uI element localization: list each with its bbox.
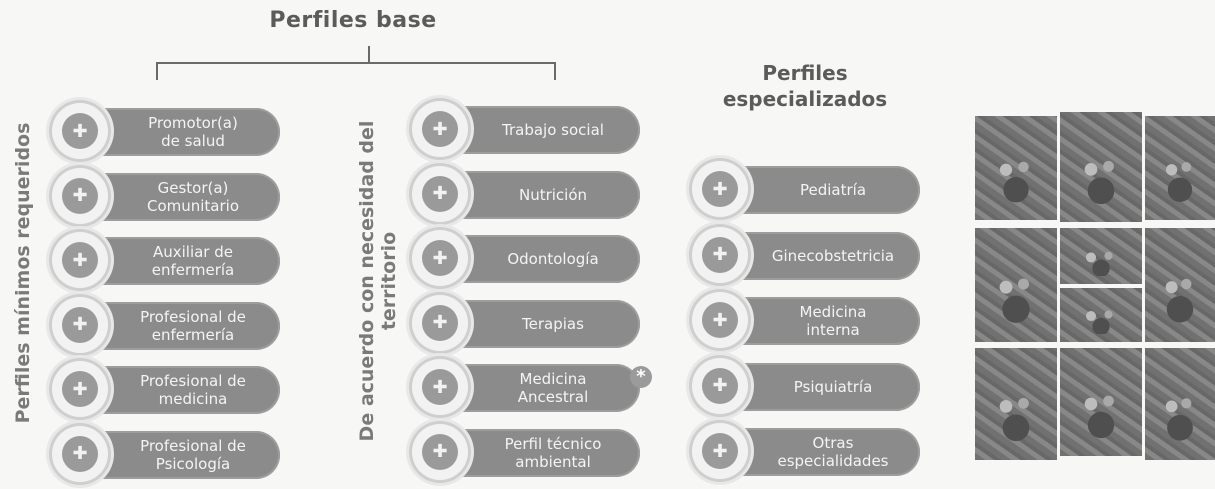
- profile-pill: ✚ Profesional de Psicología: [52, 425, 280, 482]
- profile-label: Otras especialidades: [777, 434, 889, 470]
- profile-label: Trabajo social: [502, 121, 604, 139]
- profile-label: Pediatría: [799, 181, 867, 199]
- photo: [975, 348, 1057, 460]
- photo: [1060, 288, 1142, 342]
- pediatrics-icon: ✚: [702, 171, 738, 207]
- icon-circle: ✚: [52, 296, 108, 353]
- profile-pill: ✚ Profesional de enfermería: [52, 296, 280, 353]
- bracket-right: [554, 62, 556, 80]
- other-specialties-icon: ✚: [702, 433, 738, 469]
- icon-circle: ✚: [52, 361, 108, 417]
- profile-pill: ✚ Psiquiatría: [692, 357, 920, 414]
- icon-circle: ✚: [692, 423, 748, 479]
- gynecology-icon: ✚: [702, 236, 738, 273]
- profile-label: Ginecobstetricia: [771, 246, 895, 265]
- profile-pill: ✚ Terapias: [412, 294, 640, 351]
- profile-pill: ✚ Promotor(a) de salud: [52, 103, 280, 159]
- profile-label: Profesional de enfermería: [140, 307, 246, 344]
- profile-pill: ✚ Profesional de medicina: [52, 361, 280, 417]
- icon-circle: ✚: [412, 359, 468, 415]
- profile-label: Nutrición: [518, 185, 588, 204]
- bracket-horizontal: [156, 62, 556, 64]
- bracket-left: [156, 62, 158, 80]
- internal-medicine-icon: ✚: [702, 302, 738, 338]
- photo: [1145, 348, 1215, 460]
- dentistry-icon: ✚: [422, 240, 458, 276]
- profile-pill: ✚ Pediatría: [692, 161, 920, 217]
- icon-circle: ✚: [52, 425, 108, 482]
- icon-circle: ✚: [52, 232, 108, 288]
- icon-circle: ✚: [412, 423, 468, 480]
- photo: [975, 228, 1057, 342]
- icon-circle: ✚: [692, 161, 748, 217]
- psychiatry-icon: ✚: [702, 367, 738, 404]
- nutrition-icon: ✚: [422, 175, 458, 212]
- icon-circle: ✚: [412, 230, 468, 286]
- profile-label: Gestor(a) Comunitario: [146, 178, 240, 215]
- profile-pill: ✚ Medicina Ancestral: [412, 359, 640, 415]
- icon-circle: ✚: [692, 226, 748, 283]
- nursing-professional-icon: ✚: [62, 306, 98, 343]
- icon-circle: ✚: [52, 103, 108, 159]
- icon-circle: ✚: [412, 165, 468, 222]
- profile-label: Perfil técnico ambiental: [504, 434, 602, 471]
- profile-label: Promotor(a) de salud: [148, 114, 238, 150]
- profile-label: Profesional de Psicología: [140, 436, 246, 473]
- social-work-icon: ✚: [422, 111, 458, 147]
- profile-label: Medicina interna: [799, 303, 867, 339]
- profile-pill: ✚ Auxiliar de enfermería: [52, 232, 280, 288]
- icon-circle: ✚: [412, 294, 468, 351]
- specialized-profiles-title: Perfiles especializados: [722, 61, 888, 111]
- profile-label: Medicina Ancestral: [517, 370, 589, 406]
- profile-pill: ✚ Trabajo social: [412, 101, 640, 157]
- nursing-assistant-icon: ✚: [62, 242, 98, 278]
- profile-pill: ✚ Medicina interna: [692, 292, 920, 348]
- profile-pill: ✚ Odontología: [412, 230, 640, 286]
- profile-label: Odontología: [507, 250, 599, 268]
- photo: [1060, 112, 1142, 222]
- asterisk-marker: *: [630, 366, 652, 388]
- icon-circle: ✚: [52, 167, 108, 224]
- profile-label: Terapias: [522, 314, 584, 333]
- therapy-icon: ✚: [422, 304, 458, 341]
- photo: [1145, 228, 1215, 342]
- profile-label: Profesional de medicina: [140, 372, 246, 408]
- base-profiles-title: Perfiles base: [269, 8, 437, 33]
- photo: [1145, 116, 1215, 220]
- photo: [1060, 228, 1142, 284]
- photo: [975, 116, 1057, 220]
- photo: [1060, 348, 1142, 456]
- profile-pill: ✚ Ginecobstetricia: [692, 226, 920, 283]
- community-manager-icon: ✚: [62, 177, 98, 214]
- profile-label: Psiquiatría: [793, 377, 873, 396]
- environmental-icon: ✚: [422, 433, 458, 470]
- minimum-profiles-label: Perfiles mínimos requeridos: [12, 122, 34, 424]
- icon-circle: ✚: [692, 357, 748, 414]
- health-promoter-icon: ✚: [62, 113, 98, 149]
- medicine-icon: ✚: [62, 371, 98, 407]
- profile-pill: ✚ Gestor(a) Comunitario: [52, 167, 280, 224]
- profile-pill: ✚ Nutrición: [412, 165, 640, 222]
- bracket-center: [368, 46, 370, 62]
- icon-circle: ✚: [692, 292, 748, 348]
- profile-pill: ✚ Perfil técnico ambiental: [412, 423, 640, 480]
- territory-profiles-label: De acuerdo con necesidad del territorio: [356, 120, 400, 442]
- ancestral-medicine-icon: ✚: [422, 369, 458, 405]
- psychology-icon: ✚: [62, 435, 98, 472]
- icon-circle: ✚: [412, 101, 468, 157]
- profile-label: Auxiliar de enfermería: [151, 243, 235, 279]
- profile-pill: ✚ Otras especialidades: [692, 423, 920, 479]
